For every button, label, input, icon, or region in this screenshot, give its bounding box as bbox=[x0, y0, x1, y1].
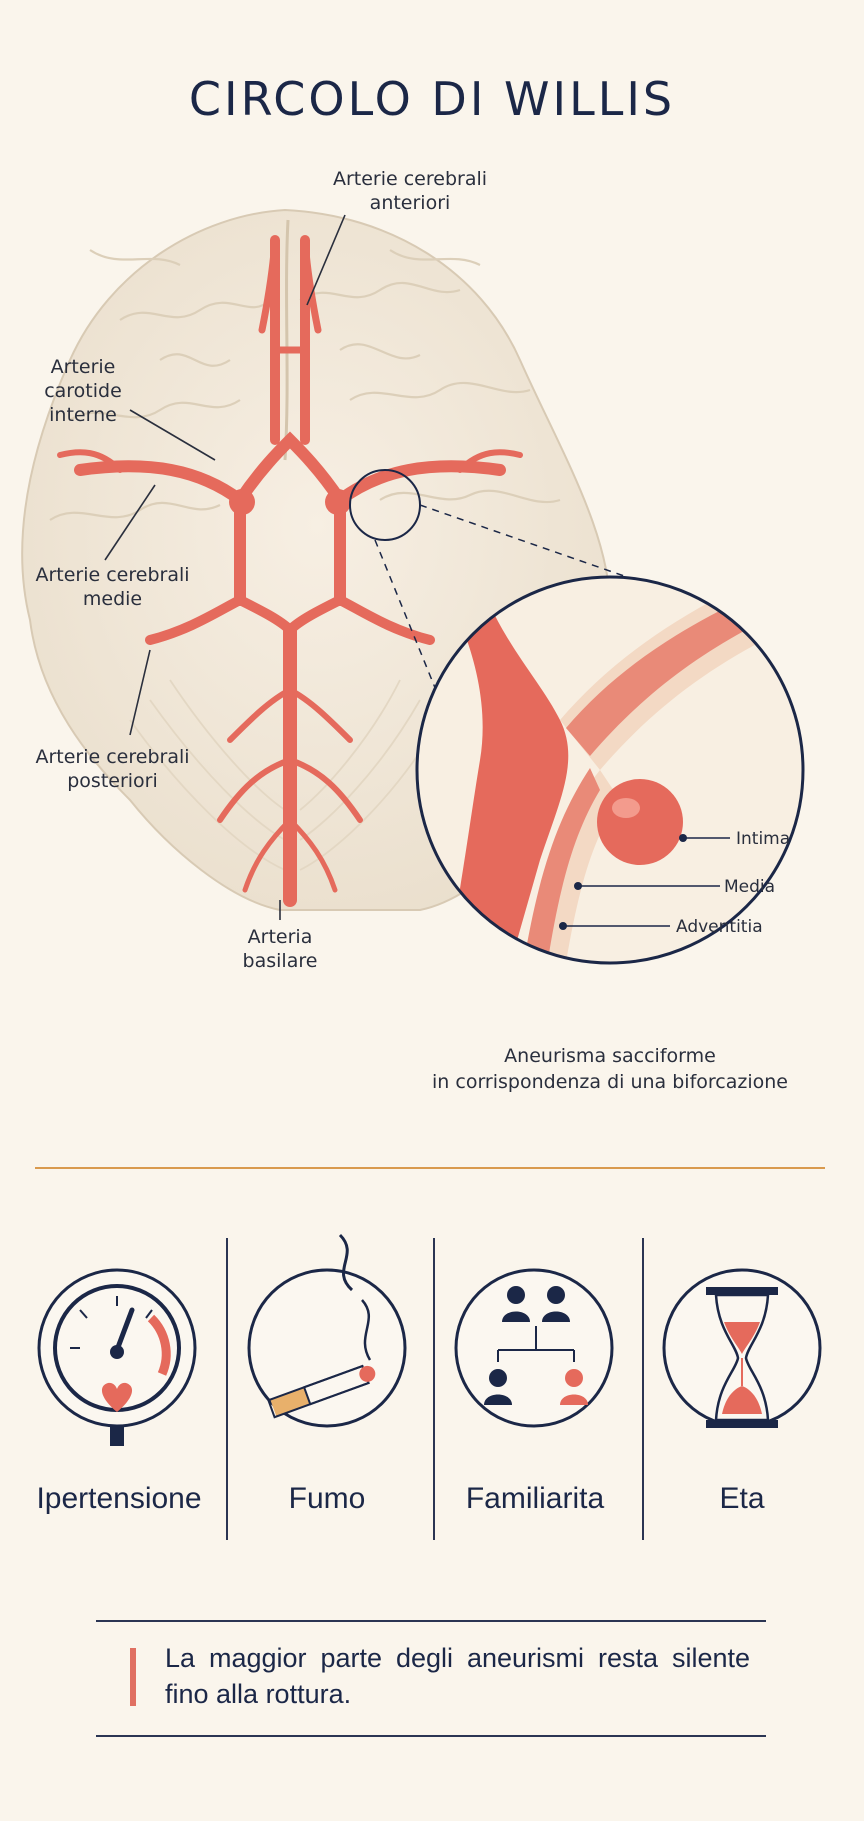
risk-label-family: Familiarita bbox=[465, 1482, 605, 1515]
cigarette-icon bbox=[247, 1233, 407, 1428]
label-posterior-cerebral-arteries: Arterie cerebrali posteriori bbox=[35, 746, 190, 792]
note-text: La maggior parte degli aneurismi resta s… bbox=[165, 1643, 750, 1709]
label-basilar-artery: Arteria basilare bbox=[242, 926, 318, 972]
hourglass-icon bbox=[662, 1268, 822, 1428]
label-media: Media bbox=[724, 877, 776, 897]
label-adventitia: Adventitia bbox=[676, 917, 763, 937]
family-tree-icon bbox=[454, 1268, 614, 1428]
aneurysm-caption: Aneurisma sacciforme in corrispondenza d… bbox=[432, 1045, 788, 1093]
arteries bbox=[57, 235, 523, 907]
risk-label-hypertension: Ipertensione bbox=[36, 1482, 202, 1515]
blood-pressure-gauge-icon bbox=[37, 1268, 197, 1446]
page-title: CIRCOLO DI WILLIS bbox=[188, 72, 676, 126]
label-intima: Intima bbox=[736, 829, 791, 849]
risk-label-smoking: Fumo bbox=[288, 1482, 366, 1515]
label-internal-carotid-arteries: Arterie carotide interne bbox=[44, 356, 122, 426]
risk-icons bbox=[37, 1233, 822, 1446]
column-divider-2 bbox=[433, 1238, 435, 1540]
label-anterior-cerebral-arteries: Arterie cerebrali anteriori bbox=[332, 168, 488, 214]
column-divider-3 bbox=[642, 1238, 644, 1540]
note-top-rule bbox=[96, 1620, 766, 1622]
note-accent-bar bbox=[130, 1648, 136, 1706]
column-divider-1 bbox=[226, 1238, 228, 1540]
note-bottom-rule bbox=[96, 1735, 766, 1737]
label-middle-cerebral-arteries: Arterie cerebrali medie bbox=[35, 564, 190, 610]
section-divider bbox=[35, 1167, 825, 1169]
risk-label-age: Eta bbox=[719, 1482, 765, 1515]
